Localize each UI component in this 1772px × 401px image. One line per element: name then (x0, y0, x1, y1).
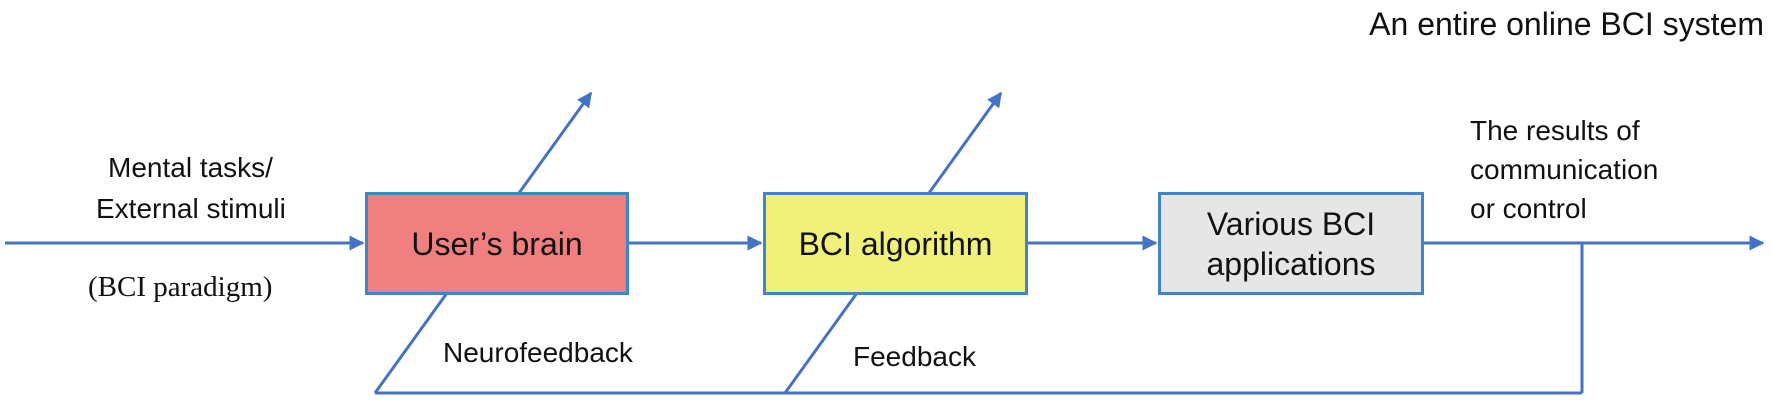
input-label-line2: External stimuli (96, 193, 286, 224)
output-label-line1: The results of (1470, 115, 1640, 146)
bci-applications-label-line2: applications (1206, 245, 1376, 282)
users-brain-label: User’s brain (411, 225, 583, 262)
bci-applications-label-line1: Various BCI (1206, 205, 1376, 242)
paradigm-label: (BCI paradigm) (88, 271, 273, 303)
bci-applications-box: Various BCI applications (1158, 192, 1424, 295)
feedback-label: Feedback (853, 341, 976, 372)
neurofeedback-label: Neurofeedback (443, 337, 633, 368)
output-label-line3: or control (1470, 193, 1587, 224)
input-label-line1: Mental tasks/ (108, 152, 273, 183)
bci-algorithm-label: BCI algorithm (798, 225, 993, 262)
diagram-title: An entire online BCI system (1369, 6, 1764, 42)
bci-algorithm-box: BCI algorithm (763, 192, 1028, 295)
users-brain-box: User’s brain (365, 192, 629, 295)
output-label-line2: communication (1470, 154, 1659, 185)
